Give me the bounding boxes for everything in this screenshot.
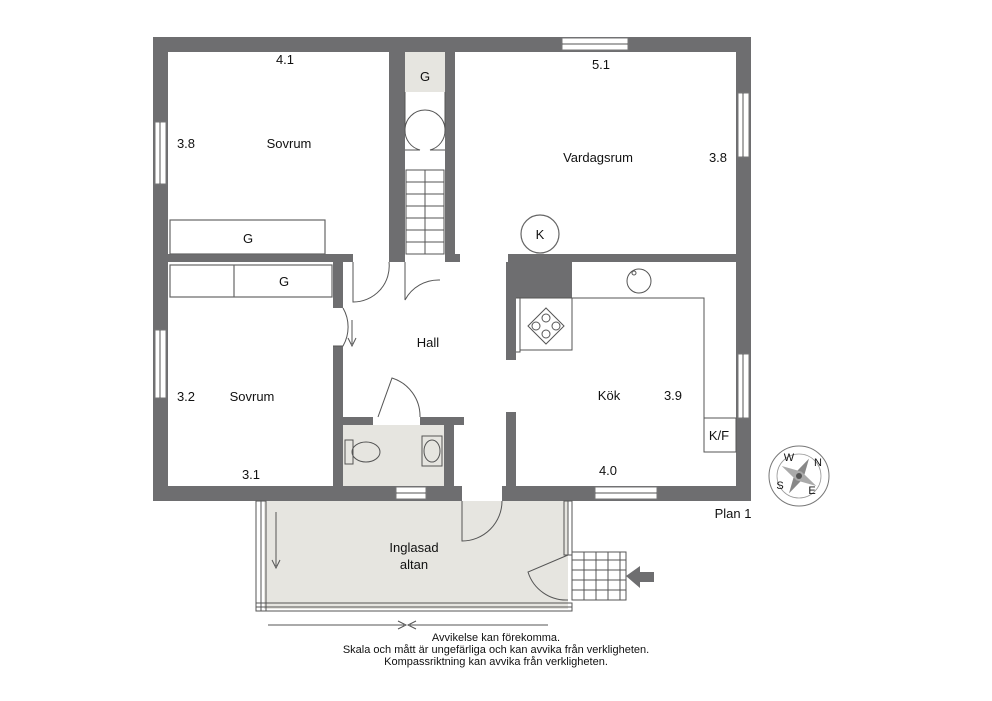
door-gap-stairs [405, 254, 445, 262]
veranda-name-line1: Inglasad [389, 540, 438, 555]
closet-doors [404, 92, 446, 151]
stove-icon [527, 307, 565, 345]
wall-bedrooms-divider [153, 254, 353, 262]
bedroom-top-width: 4.1 [276, 52, 294, 67]
toilet [344, 439, 381, 465]
door-veranda [461, 500, 503, 542]
kitchen-name: Kök [598, 388, 621, 403]
door-veranda-exterior [527, 554, 569, 601]
kitchen-sink [626, 268, 652, 294]
wardrobe-top-bedroom [169, 219, 326, 255]
kitchen-width: 4.0 [599, 463, 617, 478]
wall-bath-top-left [343, 417, 373, 425]
wall-bath-right [444, 425, 454, 486]
sink [421, 435, 443, 467]
wardrobe-bottom-bedroom [169, 264, 333, 298]
bedroom-top-name: Sovrum [267, 136, 312, 151]
living-name: Vardagsrum [563, 150, 633, 165]
plan-label: Plan 1 [715, 506, 752, 521]
veranda-name-line2: altan [400, 557, 428, 572]
wardrobe-top-label: G [243, 231, 253, 246]
compass-letter-n: N [814, 457, 822, 469]
bathroom-floor [342, 425, 444, 487]
dimension-line [268, 620, 548, 630]
compass-letter-w: W [784, 452, 795, 464]
disclaimer-line-1: Avvikelse kan förekomma. [432, 632, 560, 644]
door-gap-bedroom-top [353, 254, 389, 262]
hall-name: Hall [417, 335, 440, 350]
closet-small-label: G [420, 69, 430, 84]
door-bathroom [377, 377, 421, 418]
wall-bath-top-right [420, 417, 464, 425]
veranda-floor [264, 501, 568, 609]
door-gap-veranda [462, 486, 502, 501]
staircase [405, 169, 445, 255]
fridge-freezer-label: K/F [709, 428, 729, 443]
door-gap-bedroom-bottom [333, 308, 343, 346]
bedroom-top-depth: 3.8 [177, 136, 195, 151]
wall-hall-left [333, 262, 343, 486]
door-bedroom-top [352, 261, 390, 303]
door-stairs [404, 262, 441, 301]
disclaimer-line-2: Skala och mått är ungefärliga och kan av… [343, 644, 649, 656]
veranda [255, 500, 573, 612]
bedroom-bottom-width: 3.1 [242, 467, 260, 482]
exterior-stairs [571, 551, 627, 601]
kitchen-counter [516, 297, 737, 453]
fireplace-label: K [536, 227, 545, 242]
bedroom-bottom-depth: 3.2 [177, 389, 195, 404]
closet-g-floor [405, 52, 445, 92]
bedroom-bottom-name: Sovrum [230, 389, 275, 404]
wall-chimney [516, 262, 572, 298]
wardrobe-bottom-label: G [279, 274, 289, 289]
kitchen-depth: 3.9 [664, 388, 682, 403]
fireplace-icon [520, 214, 560, 254]
entrance-arrow-icon [626, 566, 654, 588]
opening-hall-living [460, 254, 508, 262]
wall-stair-right [445, 52, 455, 262]
wall-living-bottom [455, 254, 736, 262]
compass-letter-e: E [808, 485, 815, 497]
compass-icon [768, 445, 830, 507]
wall-stair-left [389, 52, 405, 262]
door-bedroom-bottom [333, 307, 349, 347]
living-width: 5.1 [592, 57, 610, 72]
compass-letter-s: S [776, 480, 783, 492]
disclaimer-line-3: Kompassriktning kan avvika från verkligh… [384, 656, 608, 668]
opening-kitchen [506, 360, 516, 412]
living-depth: 3.8 [709, 150, 727, 165]
